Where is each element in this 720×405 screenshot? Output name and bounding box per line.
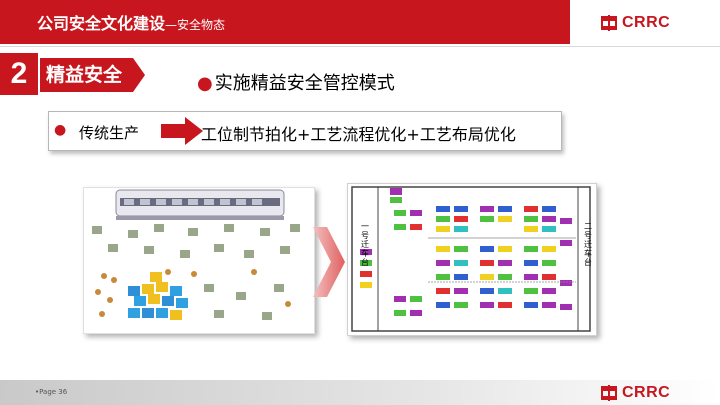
left-transfer-table-label: 一号迁车台 xyxy=(361,222,369,267)
footer-brand-logo: CRRC xyxy=(600,384,670,402)
slide-heading: ●实施精益安全管控模式 xyxy=(197,69,395,95)
footer-bar: •Page 36 xyxy=(0,380,720,405)
section-tag: 精益安全 xyxy=(40,58,145,92)
section-number: 2 xyxy=(0,53,38,95)
header-divider xyxy=(0,46,720,47)
brand-wordmark: CRRC xyxy=(622,14,671,31)
flow-from-text: 传统生产 xyxy=(79,124,140,142)
footer-crrc-logo-icon xyxy=(600,385,618,401)
optimized-layout-diagram: 一号迁车台 二号迁车台 xyxy=(347,183,597,336)
transition-arrow-icon xyxy=(313,227,345,301)
crrc-logo-icon xyxy=(600,15,618,31)
heading-text: 实施精益安全管控模式 xyxy=(214,73,395,94)
right-transfer-table-label: 二号迁车台 xyxy=(584,222,592,267)
page-title: 公司安全文化建设—安全物态 xyxy=(37,10,225,34)
header-bar: 公司安全文化建设—安全物态 xyxy=(0,0,570,44)
traditional-production-image xyxy=(83,187,315,334)
page-number: •Page 36 xyxy=(35,388,68,396)
footer-brand-wordmark: CRRC xyxy=(622,384,671,401)
title-subtitle: —安全物态 xyxy=(165,18,226,32)
right-arrow-icon xyxy=(161,117,203,149)
transition-box: ● 传统生产 工位制节拍化+工艺流程优化+工艺布局优化 xyxy=(48,111,562,151)
flow-bullet: ● xyxy=(54,122,67,138)
heading-bullet: ● xyxy=(197,73,213,94)
title-main: 公司安全文化建设 xyxy=(37,14,166,33)
brand-logo: CRRC xyxy=(600,14,670,32)
flow-to-text: 工位制节拍化+工艺流程优化+工艺布局优化 xyxy=(201,125,516,144)
